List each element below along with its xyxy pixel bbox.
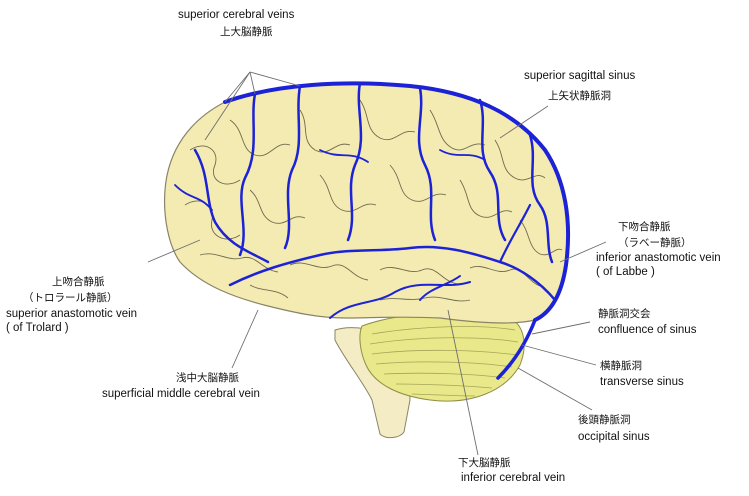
- label-superficial-middle-cerebral-vein-jp: 浅中大脳静脈: [176, 372, 239, 384]
- label-superior-sagittal-sinus-en: superior sagittal sinus: [524, 70, 636, 82]
- label-inferior-anastomotic-vein-en2: ( of Labbe ): [596, 266, 655, 278]
- label-occipital-sinus-en: occipital sinus: [578, 431, 650, 443]
- label-transverse-sinus-jp: 横静脈洞: [600, 360, 642, 372]
- cerebral-veins: [174, 81, 571, 380]
- gyri-outlines: [184, 99, 563, 302]
- label-inferior-cerebral-vein-en: inferior cerebral vein: [461, 472, 566, 484]
- label-superior-cerebral-veins-en: superior cerebral veins: [178, 9, 295, 21]
- label-superficial-middle-cerebral-vein-en: superficial middle cerebral vein: [102, 388, 260, 400]
- label-inferior-cerebral-vein-jp: 下大脳静脈: [458, 457, 511, 469]
- superior-anastomotic-vessel: [193, 148, 270, 264]
- label-superior-anastomotic-vein-jp: 上吻合静脈: [52, 276, 105, 288]
- label-confluence-of-sinus-jp: 静脈洞交会: [598, 308, 651, 320]
- leader-lines: [147, 71, 607, 456]
- label-transverse-sinus-en: transverse sinus: [600, 376, 684, 388]
- transverse-sinus-vessel: [496, 318, 537, 380]
- label-superior-anastomotic-vein-en2: ( of Trolard ): [6, 322, 69, 334]
- cerebellum-folia: [369, 326, 519, 397]
- label-inferior-anastomotic-vein-en: inferior anastomotic vein: [596, 252, 721, 264]
- inferior-cerebral-vessel: [419, 275, 461, 301]
- inferior-anastomotic-vessel: [498, 203, 532, 264]
- label-occipital-sinus-jp: 後頭静脈洞: [578, 414, 631, 426]
- label-inferior-anastomotic-vein-jp: 下吻合静脈: [618, 221, 671, 233]
- label-superior-anastomotic-vein-en: superior anastomotic vein: [6, 308, 138, 320]
- label-superior-cerebral-veins-jp: 上大脳静脈: [220, 26, 273, 38]
- cerebrum: [163, 82, 569, 324]
- label-confluence-of-sinus-en: confluence of sinus: [598, 324, 697, 336]
- label-superior-anastomotic-vein-jp2: （トロラール静脈）: [23, 292, 118, 304]
- middle-cerebral-vessel: [228, 245, 557, 302]
- label-superior-sagittal-sinus-jp: 上矢状静脈洞: [548, 90, 611, 102]
- superior-sagittal-sinus-vessel: [223, 81, 571, 322]
- label-inferior-anastomotic-vein-jp2: （ラベー静脈）: [618, 237, 692, 249]
